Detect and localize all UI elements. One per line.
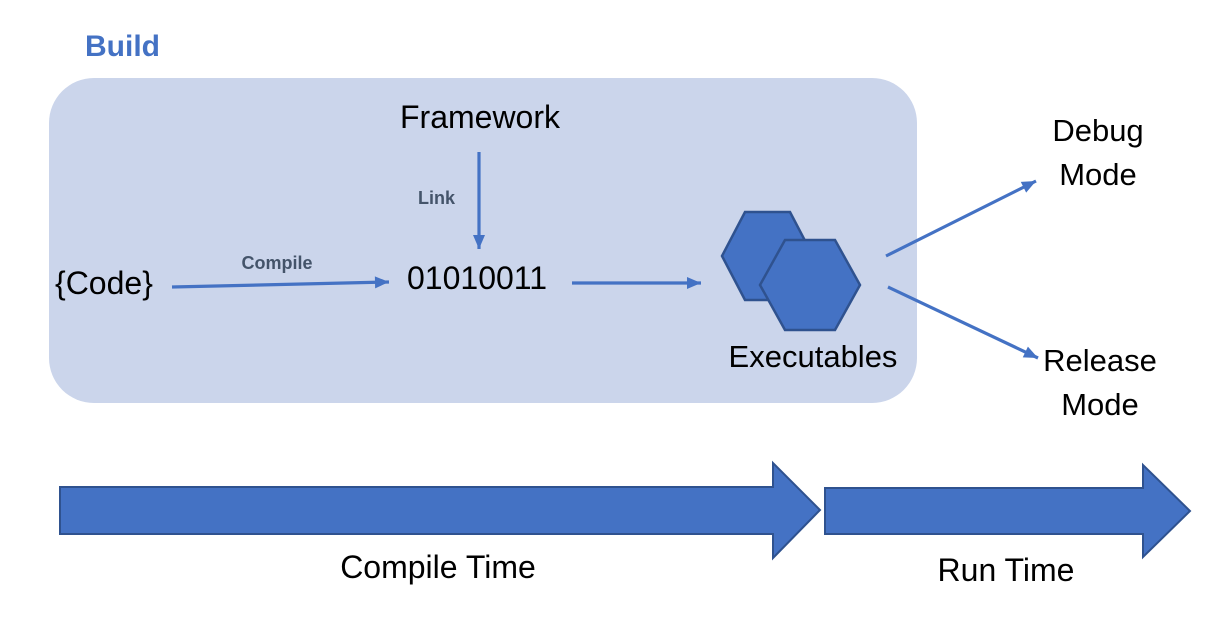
- binary-node-label: 01010011: [407, 260, 547, 296]
- compile-arrow: [171, 276, 390, 289]
- executables-node-label: Executables: [728, 339, 898, 374]
- run-time-label: Run Time: [937, 552, 1075, 588]
- executable-hexagon-front-icon: [758, 238, 862, 332]
- compile-edge-label: Compile: [241, 253, 313, 273]
- compile-time-label: Compile Time: [340, 549, 536, 585]
- debug-mode-label: Debug Mode: [1052, 109, 1143, 197]
- release-mode-line2: Mode: [1061, 387, 1139, 422]
- framework-node-label: Framework: [399, 99, 561, 135]
- link-edge-label: Link: [418, 188, 456, 208]
- debug-mode-line2: Mode: [1059, 157, 1137, 192]
- compile-time-arrow: [59, 460, 822, 561]
- run-time-arrow: [824, 462, 1192, 560]
- code-node-label: {Code}: [55, 265, 153, 301]
- release-mode-label: Release Mode: [1043, 339, 1157, 427]
- release-mode-arrow: [887, 285, 1039, 360]
- build-group-label: Build: [85, 30, 160, 63]
- debug-mode-line1: Debug: [1052, 113, 1144, 148]
- release-mode-line1: Release: [1043, 343, 1157, 378]
- debug-mode-arrow: [885, 179, 1037, 258]
